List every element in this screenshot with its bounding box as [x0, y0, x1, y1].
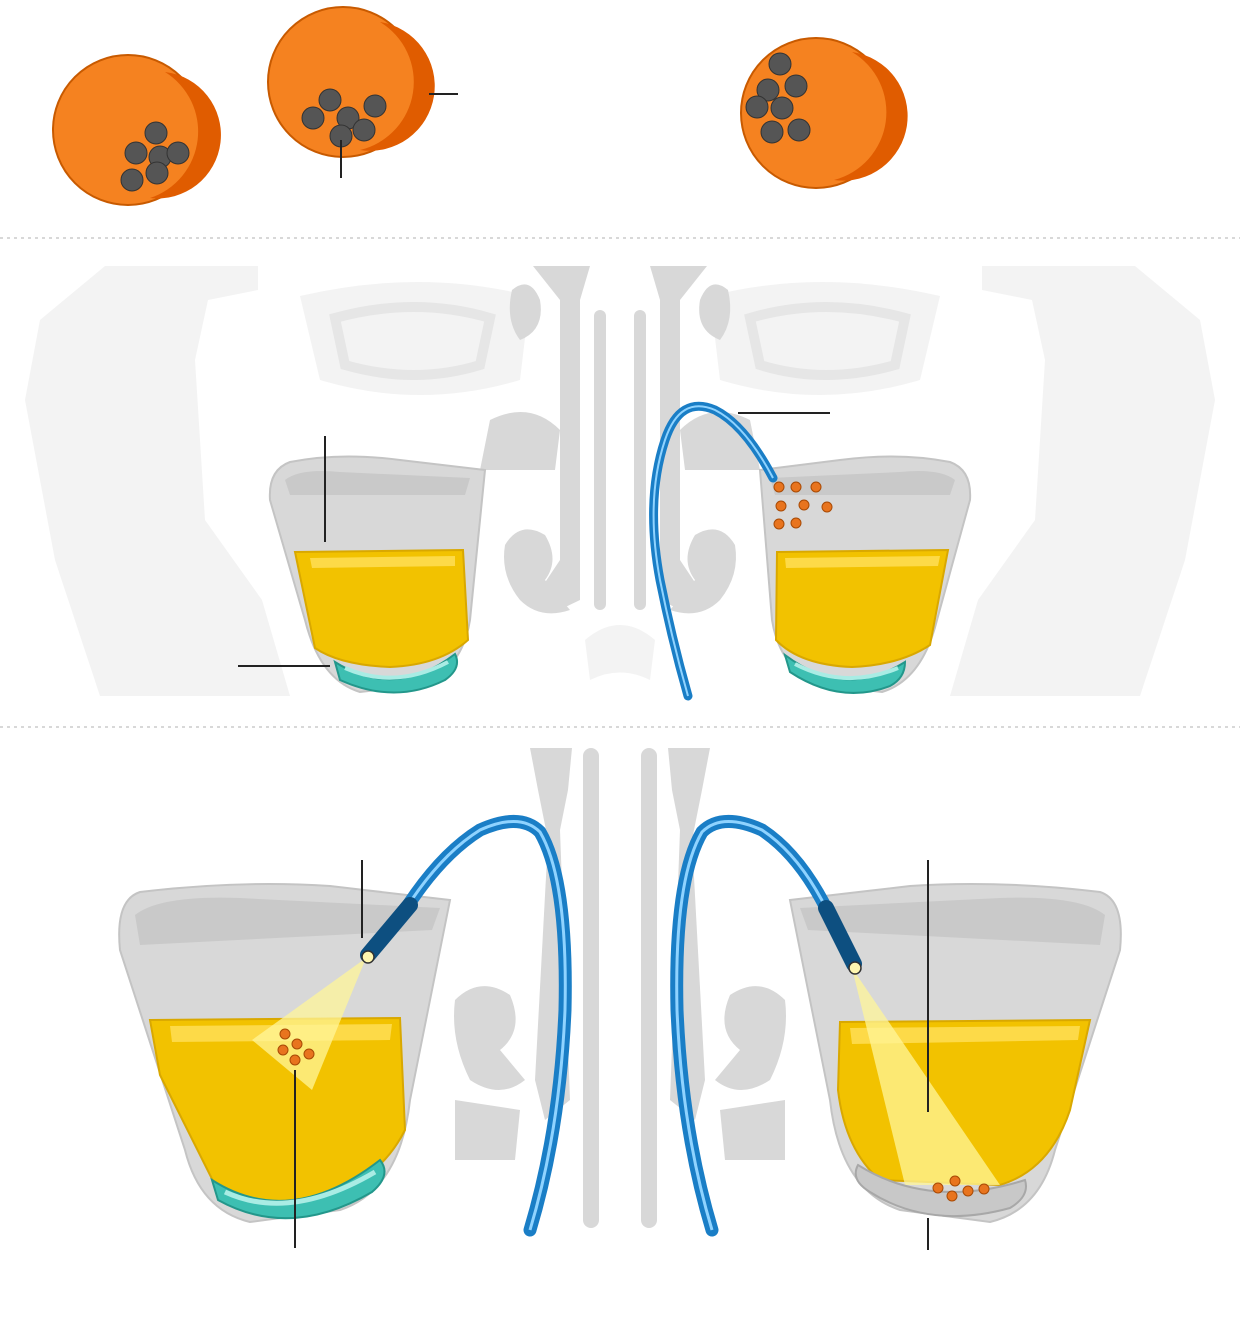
right-sinus-fluid — [774, 548, 950, 669]
orbit-outlines — [329, 302, 911, 380]
nasal-structure — [480, 266, 760, 614]
right-sinus-endoscopy — [788, 860, 1122, 1250]
right-maxillary-sinus — [758, 455, 972, 694]
right-sinus-deposits — [773, 481, 833, 530]
carrier-particles-panel — [52, 6, 908, 206]
face-silhouette — [25, 266, 1215, 696]
left-endo-deposits — [277, 1028, 315, 1066]
sinus-overview-panel — [25, 266, 1215, 701]
catheter-panel-2 — [649, 401, 830, 701]
left-maxillary-sinus — [238, 436, 487, 694]
carrier-particle-3 — [740, 37, 908, 189]
carrier-particle-1 — [52, 54, 221, 206]
left-endoscope — [360, 815, 572, 1237]
left-sinus-fluid — [293, 548, 470, 669]
carrier-particle-2 — [267, 6, 458, 178]
right-endoscope — [670, 815, 862, 1237]
endoscopic-view-panel — [118, 748, 1122, 1250]
left-light-beam — [252, 958, 366, 1090]
right-endo-deposits — [932, 1175, 990, 1202]
right-light-beam — [852, 968, 1000, 1185]
left-sinus-endoscopy — [118, 860, 452, 1248]
